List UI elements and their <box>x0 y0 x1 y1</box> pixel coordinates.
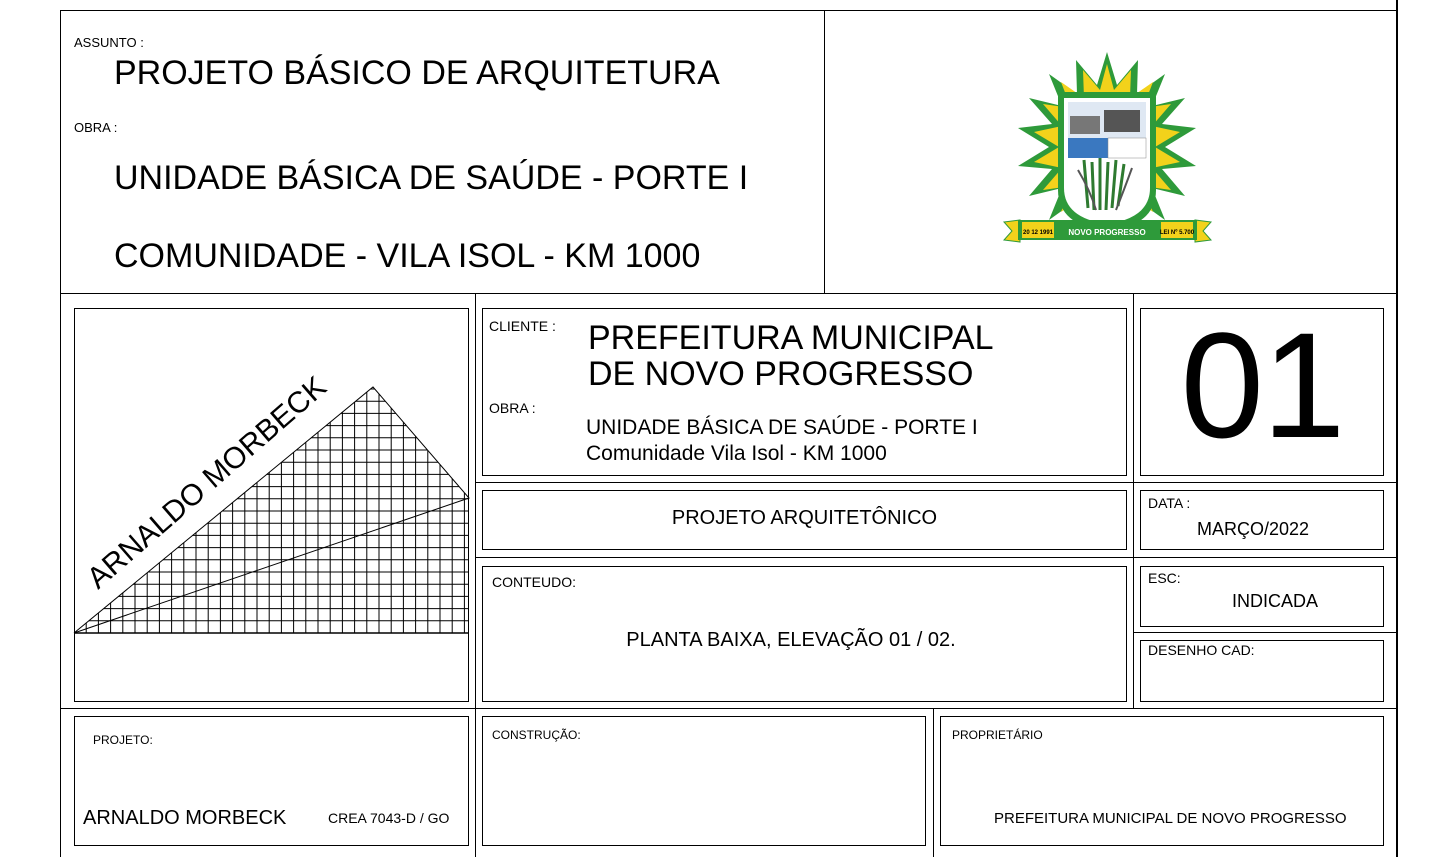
data-label: DATA : <box>1148 495 1191 511</box>
frame-top <box>60 10 1397 11</box>
crest-banner-left-text: 20 12 1991 <box>1023 230 1054 236</box>
projeto-tipo-box <box>482 490 1127 550</box>
proprietario-value: PREFEITURA MUNICIPAL DE NOVO PROGRESSO <box>994 810 1347 827</box>
divider-row-3 <box>1133 632 1397 633</box>
obra-label: OBRA : <box>74 120 118 135</box>
header-divider-vertical <box>824 10 825 293</box>
projeto-name: ARNALDO MORBECK <box>83 807 287 829</box>
data-value: MARÇO/2022 <box>1197 519 1310 539</box>
cliente-obra-label: OBRA : <box>489 400 536 416</box>
logo-text: ARNALDO MORBECK <box>81 370 333 595</box>
projeto-tipo: PROJETO ARQUITETÔNICO <box>671 507 938 529</box>
assunto-value: PROJETO BÁSICO DE ARQUITETURA <box>114 54 720 92</box>
obra-line-1: UNIDADE BÁSICA DE SAÚDE - PORTE I <box>114 159 749 197</box>
obra-line-2: COMUNIDADE - VILA ISOL - KM 1000 <box>114 237 701 275</box>
cliente-obra-line-1: UNIDADE BÁSICA DE SAÚDE - PORTE I <box>586 416 978 439</box>
municipal-coat-of-arms-icon: 20 12 1991 NOVO PROGRESSO LEI Nº 5.700 <box>1002 52 1213 243</box>
logo-box <box>74 308 469 702</box>
projeto-label: PROJETO: <box>93 733 153 747</box>
triangle-grid-logo-icon: ARNALDO MORBECK <box>73 370 470 634</box>
cliente-line-1: PREFEITURA MUNICIPAL <box>588 319 994 357</box>
proprietario-label: PROPRIETÁRIO <box>952 728 1043 742</box>
crest-shield <box>1058 92 1156 232</box>
frame-right <box>1396 0 1398 857</box>
divider-bottom-section <box>60 708 1397 709</box>
conteudo-label: CONTEUDO: <box>492 574 576 590</box>
crest-banner: 20 12 1991 NOVO PROGRESSO LEI Nº 5.700 <box>1002 219 1213 243</box>
escala-box <box>1140 566 1384 627</box>
desenho-cad-box <box>1140 640 1384 702</box>
construcao-box <box>482 716 926 846</box>
bottom-divider-vertical <box>933 708 934 857</box>
crest-banner-right-text: LEI Nº 5.700 <box>1160 230 1195 236</box>
escala-label: ESC: <box>1148 570 1181 586</box>
cliente-line-2: DE NOVO PROGRESSO <box>588 355 974 393</box>
middle-divider-2 <box>1133 293 1134 708</box>
conteudo-value: PLANTA BAIXA, ELEVAÇÃO 01 / 02. <box>626 629 956 651</box>
divider-row-2 <box>475 557 1397 558</box>
divider-row-1 <box>475 482 1397 483</box>
header-bottom-line <box>60 293 1397 294</box>
projeto-crea: CREA 7043-D / GO <box>328 810 450 826</box>
escala-value: INDICADA <box>1232 591 1319 611</box>
sheet-number-box <box>1140 308 1384 476</box>
desenho-cad-label: DESENHO CAD: <box>1148 642 1255 658</box>
cliente-label: CLIENTE : <box>489 318 556 334</box>
proprietario-box <box>940 716 1384 846</box>
cliente-box <box>482 308 1127 476</box>
middle-divider-1 <box>475 293 476 857</box>
frame-left <box>60 10 61 857</box>
assunto-label: ASSUNTO : <box>74 35 144 50</box>
projeto-box <box>74 716 469 846</box>
data-box <box>1140 490 1384 550</box>
construcao-label: CONSTRUÇÃO: <box>492 728 581 742</box>
crest-banner-center-text: NOVO PROGRESSO <box>1068 228 1145 237</box>
cliente-obra-line-2: Comunidade Vila Isol - KM 1000 <box>586 442 887 465</box>
sheet-number: 01 <box>1180 301 1346 469</box>
conteudo-box <box>482 566 1127 702</box>
